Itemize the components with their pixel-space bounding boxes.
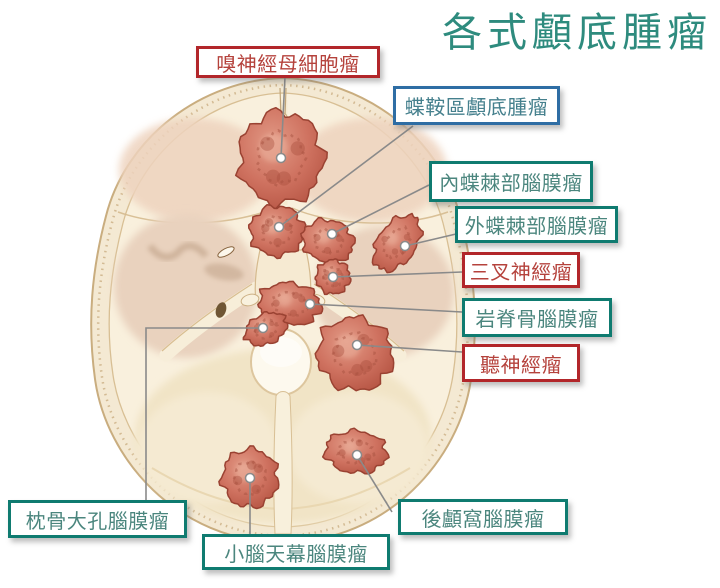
label-olfactory-neuroblastoma: 嗅神經母細胞瘤 (196, 46, 380, 78)
leader-line-sellar (278, 125, 414, 228)
pointer-dot-foramen-magnum (257, 322, 269, 334)
orbital-fissure (217, 246, 235, 258)
page-title: 各式顱底腫瘤 (442, 10, 712, 56)
pointer-dot-olfactory (275, 152, 287, 164)
anterior-fossa-right (295, 118, 447, 222)
label-lateral-sphenoid-ridge-meningioma: 外蝶棘部腦膜瘤 (455, 206, 618, 243)
leader-line-olfactory (280, 76, 286, 159)
transverse-groove-right (282, 467, 411, 510)
transverse-groove-left (151, 467, 282, 510)
clinoid-left (240, 293, 260, 307)
label-acoustic-neuroma: 聽神經瘤 (462, 344, 580, 382)
leader-line-trigeminal (332, 271, 463, 278)
label-posterior-fossa-meningioma: 後顱窩腦膜瘤 (398, 499, 568, 535)
pointer-dot-lateral-sphenoid (399, 240, 411, 252)
leader-line-foramen-magnum (145, 327, 263, 500)
label-petrous-ridge-meningioma: 岩脊骨腦膜瘤 (462, 298, 612, 337)
label-tentorium-meningioma: 小腦天幕腦膜瘤 (202, 534, 390, 570)
anterior-fossa-left (119, 118, 271, 222)
pointer-dot-sellar (273, 221, 285, 233)
fossa-shadow (204, 263, 244, 281)
sphenoid-wing-right (291, 207, 449, 224)
gyri-impression (147, 242, 209, 261)
leader-line-lateral-sphenoid (404, 233, 457, 247)
foramen-magnum-highlight (260, 337, 302, 367)
leader-line-medial-sphenoid (331, 184, 430, 235)
label-sellar-skull-base-tumor: 蝶鞍區顱底腫瘤 (393, 86, 560, 125)
leader-line-petrous (309, 303, 463, 313)
tumor-lateral-sphenoid-ridge (371, 212, 424, 274)
leader-line-acoustic (356, 344, 463, 353)
leader-line-posterior-fossa (356, 454, 393, 513)
pointer-dot-medial-sphenoid (326, 228, 338, 240)
occipital-crest (273, 391, 293, 535)
label-trigeminal-neuroma: 三叉神經瘤 (462, 252, 580, 288)
annotations (145, 76, 463, 534)
petrous-ridge-left-edge (161, 283, 253, 352)
label-foramen-magnum-meningioma: 枕骨大孔腦膜瘤 (8, 500, 187, 538)
pointer-dot-petrous (304, 298, 316, 310)
pointer-dot-trigeminal (327, 271, 339, 283)
pointer-dot-posterior-fossa (351, 449, 363, 461)
pointer-dot-acoustic (351, 339, 363, 351)
skull-bone (90, 76, 476, 545)
pointer-dot-tentorium (244, 472, 256, 484)
tumor-acoustic-neuroma (314, 314, 395, 392)
label-medial-sphenoid-ridge-meningioma: 內蝶棘部腦膜瘤 (429, 161, 593, 202)
foramen-ovale (215, 302, 227, 318)
petrous-ridge-left (159, 281, 263, 362)
